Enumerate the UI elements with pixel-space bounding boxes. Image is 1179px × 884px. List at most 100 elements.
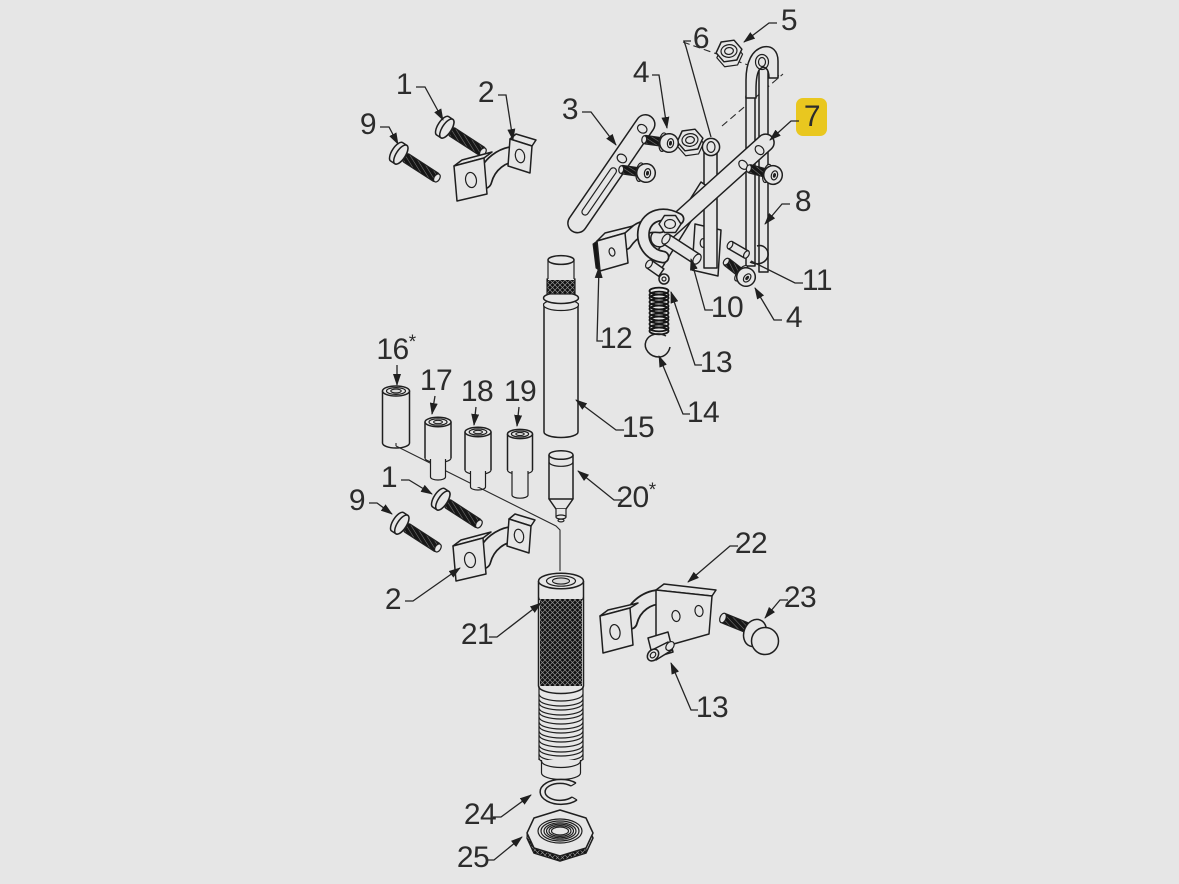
hook-plate xyxy=(745,45,779,99)
callout-2-top[interactable]: 2 xyxy=(478,76,516,141)
leader-line xyxy=(486,836,523,861)
callout-number: 24 xyxy=(464,798,496,831)
part-thumb-screw-23 xyxy=(719,612,780,656)
callout-number: 25 xyxy=(457,841,489,874)
part-clamp-2-mid xyxy=(453,514,535,581)
assembly-head-linkage xyxy=(649,38,786,291)
callout-number: 1 xyxy=(396,68,412,101)
part-sleeve-16 xyxy=(381,385,411,449)
leader-line xyxy=(471,406,480,426)
callout-11[interactable]: 11 xyxy=(750,260,833,297)
callout-9-top[interactable]: 9 xyxy=(360,108,399,145)
callout-16[interactable]: 16* xyxy=(376,332,417,386)
callout-number: 17 xyxy=(420,364,452,397)
callout-number: 9 xyxy=(360,108,376,141)
callout-24[interactable]: 24 xyxy=(464,794,532,831)
assembly-lower-bracket xyxy=(599,583,780,662)
leader-line xyxy=(575,399,624,431)
callout-number: 16* xyxy=(376,332,416,366)
callout-4-top[interactable]: 4 xyxy=(633,56,670,129)
callout-number: 23 xyxy=(784,581,816,614)
callout-14[interactable]: 14 xyxy=(658,355,720,429)
part-flange-nut-5 xyxy=(713,38,745,69)
callout-number: 10 xyxy=(711,291,743,324)
callout-25[interactable]: 25 xyxy=(457,836,523,874)
callout-number: 18 xyxy=(461,375,493,408)
phantom-line xyxy=(721,73,784,127)
group-handlebar-clamp-mid xyxy=(387,485,535,581)
callout-number: 22 xyxy=(735,527,767,560)
callout-4-mid[interactable]: 4 xyxy=(754,287,803,334)
callout-3[interactable]: 3 xyxy=(562,93,617,146)
callout-1-top[interactable]: 1 xyxy=(396,68,444,121)
leader-line xyxy=(493,794,532,818)
callout-7[interactable]: 7 xyxy=(769,98,827,141)
callout-number: 21 xyxy=(461,618,493,651)
callout-number: 2 xyxy=(478,76,494,109)
leader-line xyxy=(658,355,690,415)
callout-number: 1 xyxy=(381,461,397,494)
callout-number: 4 xyxy=(786,301,802,334)
leader-line xyxy=(416,86,444,121)
part-pilot-20 xyxy=(548,449,574,523)
callout-17[interactable]: 17 xyxy=(420,364,453,415)
callout-number: 2 xyxy=(385,583,401,616)
callout-12[interactable]: 12 xyxy=(594,266,633,355)
callout-5[interactable]: 5 xyxy=(743,4,798,43)
part-knurled-body-21 xyxy=(537,572,585,781)
leader-line xyxy=(743,22,777,43)
part-sleeve-19 xyxy=(506,428,534,499)
leader-line xyxy=(582,111,617,146)
part-spring-14 xyxy=(644,286,671,358)
leader-line xyxy=(690,258,713,311)
leader-line xyxy=(769,120,799,141)
leader-line xyxy=(670,662,698,711)
callout-number: 13 xyxy=(696,691,728,724)
leader-line xyxy=(380,126,399,145)
part-flange-nut-6 xyxy=(674,127,706,158)
callout-9-mid[interactable]: 9 xyxy=(349,484,393,517)
callout-22[interactable]: 22 xyxy=(687,527,768,583)
part-clamp-12 xyxy=(592,225,634,273)
callout-number: 8 xyxy=(795,185,811,218)
callout-13-bottom[interactable]: 13 xyxy=(670,662,729,724)
callout-number: 9 xyxy=(349,484,365,517)
callout-6[interactable]: 6 xyxy=(683,22,712,138)
leader-line xyxy=(687,545,738,583)
callout-2-mid[interactable]: 2 xyxy=(385,567,461,616)
callout-13-mid[interactable]: 13 xyxy=(670,291,733,379)
leader-line xyxy=(429,395,438,415)
callout-10[interactable]: 10 xyxy=(690,258,744,324)
callout-23[interactable]: 23 xyxy=(764,581,817,619)
leader-line xyxy=(764,599,788,619)
callout-number: 4 xyxy=(633,56,649,89)
callout-21[interactable]: 21 xyxy=(461,602,542,651)
callout-8[interactable]: 8 xyxy=(764,185,812,225)
callout-number: 7 xyxy=(804,100,820,133)
callout-number: 3 xyxy=(562,93,578,126)
leader-line xyxy=(683,40,712,138)
callout-number: 11 xyxy=(802,264,832,297)
leader-line xyxy=(369,502,393,515)
callout-number: 13 xyxy=(700,346,732,379)
part-bolt-9-top xyxy=(386,139,446,190)
callout-number: 6 xyxy=(693,22,709,55)
leader-line xyxy=(514,406,523,427)
leader-line xyxy=(594,266,603,342)
callout-15[interactable]: 15 xyxy=(575,399,655,444)
callout-19[interactable]: 19 xyxy=(504,375,537,427)
callout-number: 14 xyxy=(687,396,719,429)
part-bolt-9-mid xyxy=(387,509,447,560)
part-snap-ring-24 xyxy=(539,778,578,806)
callout-highlight xyxy=(796,98,827,136)
leader-line xyxy=(401,479,433,495)
callout-20[interactable]: 20* xyxy=(577,470,657,514)
callout-1-mid[interactable]: 1 xyxy=(381,461,433,495)
callout-18[interactable]: 18 xyxy=(461,375,494,426)
leader-line xyxy=(489,602,542,638)
leader-line xyxy=(652,74,670,129)
pivot-boss xyxy=(658,214,682,234)
